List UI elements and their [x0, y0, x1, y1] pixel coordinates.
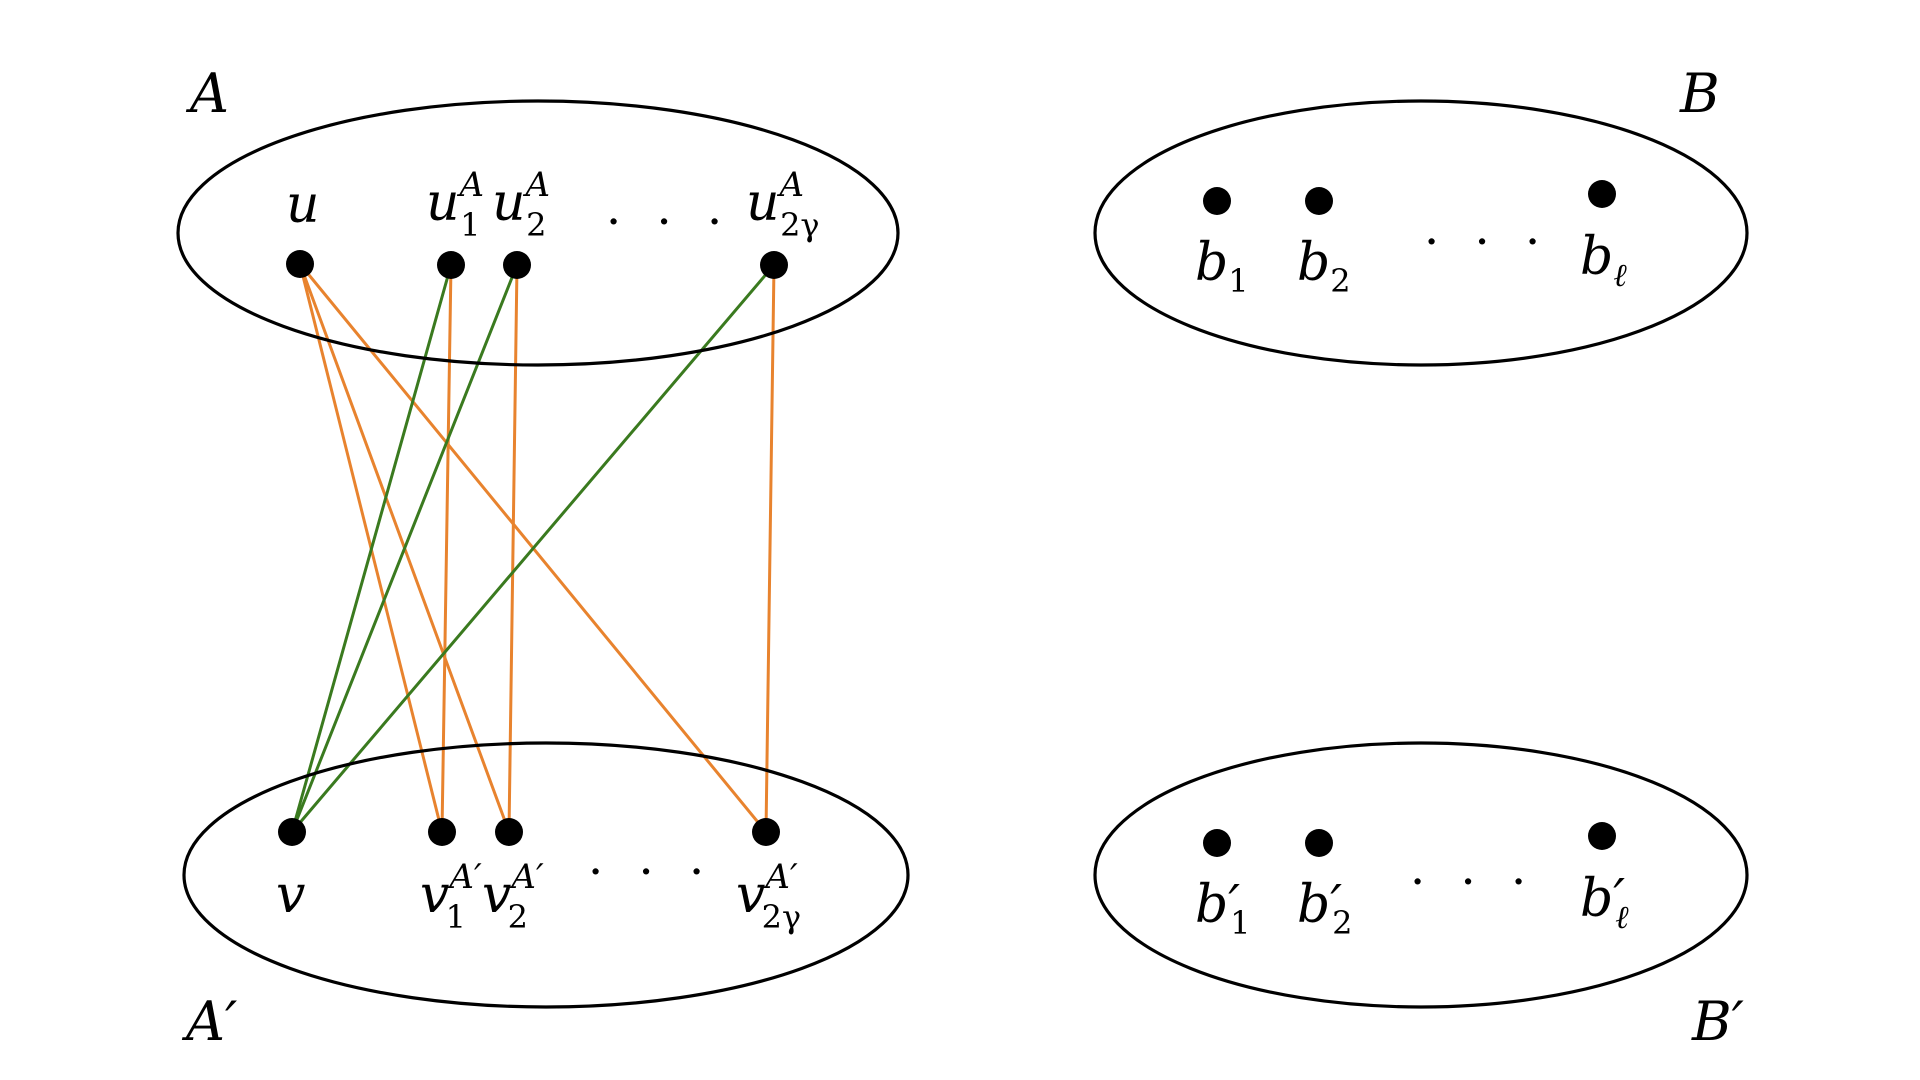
- vertex-bpl: [1588, 822, 1616, 850]
- vertex-b1: [1203, 187, 1231, 215]
- vertex-bp2: [1305, 829, 1333, 857]
- edge-green-u2g-v: [290, 263, 776, 834]
- label-u: u: [286, 175, 320, 235]
- set-A-ellipse: [176, 99, 900, 367]
- set-B-ellipse: [1093, 99, 1749, 367]
- label-b2: b2: [1297, 233, 1351, 300]
- label-bp2: b′2: [1297, 875, 1352, 942]
- ellipsis-B: · · ·: [1424, 214, 1550, 270]
- vertex-v1: [428, 818, 456, 846]
- vertex-bp1: [1203, 829, 1231, 857]
- set-A-prime-label: A′: [181, 990, 237, 1053]
- set-A-label: A: [185, 62, 229, 125]
- vertex-u2: [503, 251, 531, 279]
- vertex-b2: [1305, 187, 1333, 215]
- label-b1: b1: [1195, 233, 1249, 300]
- ellipsis-A: · · ·: [606, 194, 732, 250]
- set-B-label: B: [1679, 62, 1720, 125]
- vertex-u: [286, 250, 314, 278]
- label-bpl: b′ℓ: [1580, 869, 1629, 936]
- label-bp1: b′1: [1195, 875, 1250, 942]
- set-A-prime-ellipse: [182, 741, 910, 1009]
- edge-green-u2-v: [290, 263, 519, 834]
- edge-orange-u2g-v2g: [764, 263, 776, 834]
- set-B-prime-label: B′: [1691, 990, 1744, 1053]
- label-v1: vA′1: [420, 857, 482, 936]
- set-B-prime-ellipse: [1093, 741, 1749, 1009]
- label-v2: vA′2: [482, 857, 544, 936]
- vertex-v2g: [752, 818, 780, 846]
- vertex-u2g: [760, 251, 788, 279]
- vertices-layer: [278, 180, 1616, 857]
- label-v: v: [276, 865, 305, 925]
- ellipsis-A-prime: · · ·: [588, 844, 714, 900]
- vertex-v2: [495, 818, 523, 846]
- vertex-v: [278, 818, 306, 846]
- vertex-u1: [437, 251, 465, 279]
- label-bl: bℓ: [1580, 227, 1627, 294]
- vertex-bl: [1588, 180, 1616, 208]
- label-v2g: vA′2γ: [736, 857, 801, 936]
- ellipsis-B-prime: · · ·: [1410, 854, 1536, 910]
- edge-orange-u2-v2: [507, 263, 519, 834]
